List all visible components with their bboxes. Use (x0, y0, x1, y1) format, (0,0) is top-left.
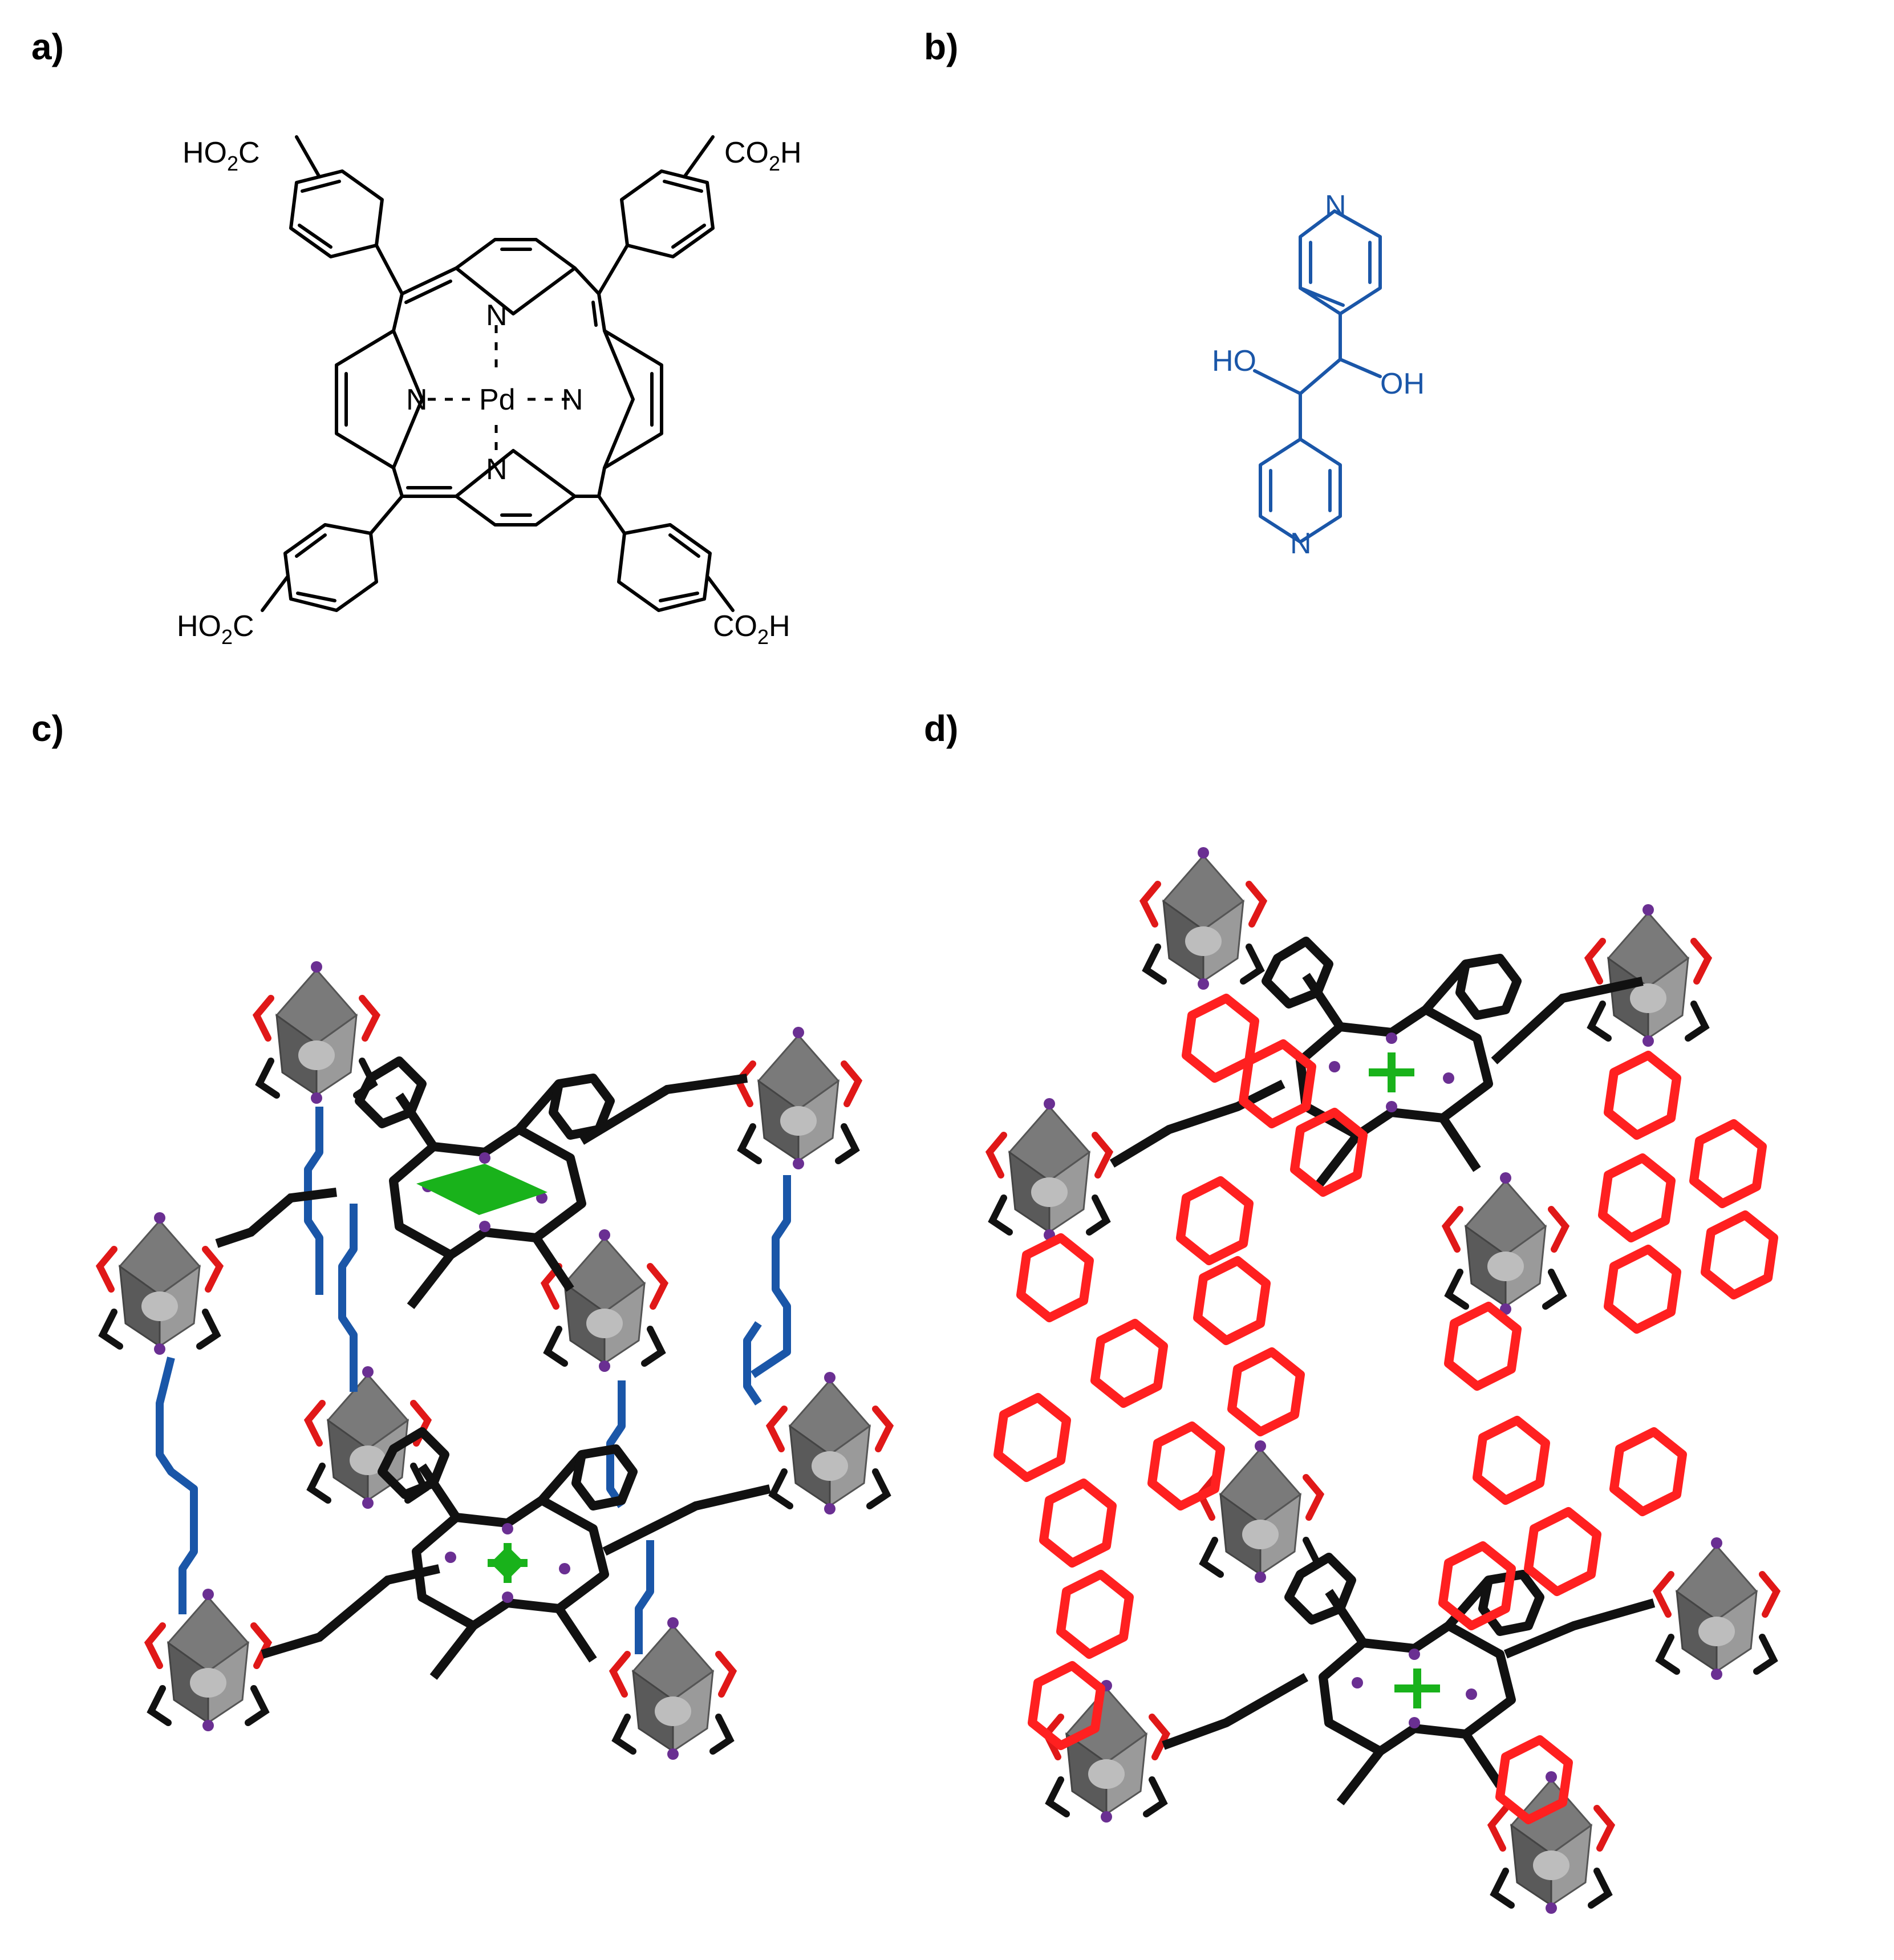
porphyrin-n-left: N (406, 383, 428, 416)
panel-label-a: a) (31, 26, 64, 67)
porphyrin-pd: Pd (479, 383, 516, 416)
linker-oh-right: OH (1380, 367, 1425, 400)
carboxyl-lower-right: CO2H (713, 610, 790, 649)
porphyrin-n-top: N (486, 299, 508, 332)
linker-oh-left: HO (1212, 345, 1256, 378)
porphyrin-n-bottom: N (486, 453, 508, 486)
carboxyl-lower-left: HO2C (177, 610, 254, 649)
carboxyl-upper-left: HO2C (182, 136, 260, 175)
panel-label-c: c) (31, 708, 64, 749)
linker-n-top: N (1325, 189, 1347, 222)
panel-label-d: d) (924, 708, 959, 749)
panel-label-b: b) (924, 26, 959, 67)
carboxyl-upper-right: CO2H (724, 136, 802, 175)
porphyrin-n-right: N (562, 383, 583, 416)
linker-n-bottom: N (1290, 527, 1312, 560)
